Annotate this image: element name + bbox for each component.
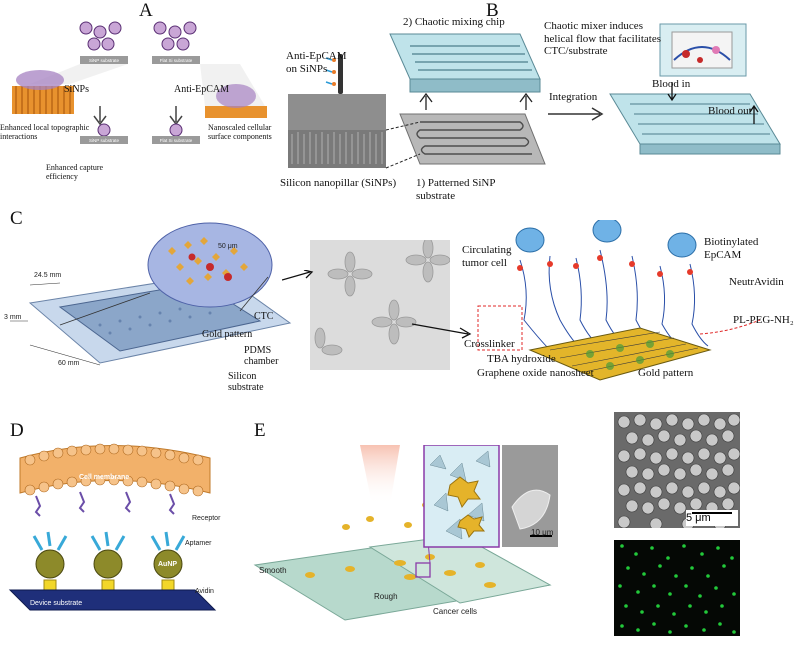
label-integration: Integration [549, 91, 598, 103]
patterned-substrate [399, 113, 546, 165]
svg-text:SiNP substrate: SiNP substrate [89, 138, 119, 143]
panel-b-figure [288, 23, 781, 169]
label-3mm: 3 mm [4, 314, 22, 321]
label-nanoscaled: Nanoscaled cellular surface components [208, 123, 272, 141]
aunp-aptamers [32, 531, 186, 591]
svg-text:Flat Si substrate: Flat Si substrate [160, 58, 193, 63]
helical-flow-inset [659, 23, 747, 77]
label-rough: Rough [374, 592, 398, 601]
integrated-device [609, 82, 781, 155]
zoom-bubble [147, 222, 273, 308]
rough-zoom-inset [423, 445, 500, 548]
flat-si-substrate [152, 56, 200, 64]
label-device-substrate: Device substrate [30, 600, 83, 607]
panel-letter-a: A [139, 0, 153, 21]
label-mixing-chip: 2) Chaotic mixing chip [403, 16, 505, 28]
panel-letter-b: B [486, 0, 499, 21]
label-5um: 5 μm [686, 512, 711, 524]
label-graphene-oxide: Graphene oxide nanosheet [477, 367, 594, 379]
rough-surface-sem [614, 412, 740, 528]
label-60mm: 60 mm [58, 360, 80, 367]
flow-arrow [360, 445, 400, 505]
label-enhanced-local: Enhanced local topographic interactions [0, 123, 90, 141]
label-tba-hydroxide: TBA hydroxide [487, 353, 556, 365]
gold-pattern-sem-image [310, 240, 450, 370]
label-cell-membrane: Cell membrane [79, 474, 130, 481]
fluorescence-image [614, 540, 740, 636]
label-gold-pattern-schematic: Gold pattern [638, 367, 694, 379]
label-blood-in: Blood in [652, 78, 691, 90]
label-silicon-substrate: Silicon substrate [228, 371, 264, 393]
label-crosslinker: Crosslinker [464, 338, 515, 350]
label-pl-peg-nh2: PL-PEG-NH₂ [733, 314, 794, 326]
panel-letter-d: D [10, 420, 24, 441]
cells-left-top [79, 21, 122, 51]
panel-letter-c: C [10, 208, 23, 229]
cell-membrane [19, 443, 211, 497]
label-pdms-chamber: PDMS chamber [244, 345, 279, 367]
cells-right-top [153, 21, 197, 51]
receptors [34, 491, 176, 517]
label-anti-epcam-sinps: Anti-EpCAM on SiNPs [286, 50, 347, 75]
graphene-gold-sheet [528, 327, 712, 381]
label-receptor: Receptor [192, 515, 221, 522]
label-aptamer: Aptamer [185, 540, 212, 547]
antibody-nanopillar [325, 54, 343, 94]
label-24-5mm: 24.5 mm [34, 272, 62, 279]
label-circulating-tumor-cell: Circulating tumor cell [462, 244, 512, 269]
svg-text:Flat Si substrate: Flat Si substrate [160, 138, 193, 143]
nanoscaled-components [205, 84, 267, 118]
label-cancer-cells: Cancer cells [433, 607, 478, 616]
sinp-substrate-label: SiNP substrate [89, 58, 119, 63]
label-patterned-substrate: 1) Patterned SiNP substrate [416, 177, 496, 202]
label-neutravidin: NeutrAvidin [729, 276, 784, 288]
panel-e-figure [253, 445, 558, 621]
label-enhanced-capture: Enhanced capture efficiency [46, 163, 104, 181]
panel-c-arrows [282, 270, 472, 339]
label-chaotic-desc: Chaotic mixer induces helical flow that … [544, 20, 661, 58]
sinp-substrate-left [80, 56, 128, 64]
label-avidin: Avidin [195, 588, 214, 595]
label-sinps: SiNPs [64, 84, 90, 95]
label-silicon-nanopillar: Silicon nanopillar (SiNPs) [280, 177, 397, 189]
mixing-chip [389, 33, 541, 93]
panel-d-figure [8, 443, 217, 611]
sinp-pillars [12, 70, 74, 114]
graphene-oxide-schematic [477, 220, 761, 381]
panel-letter-e: E [254, 420, 266, 441]
label-blood-out: Blood out [708, 105, 752, 117]
cell-sem-image [502, 445, 558, 547]
label-10um: 10 μm [531, 528, 554, 537]
circulating-tumor-cells [515, 220, 697, 258]
label-biotinylated-epcam: Biotinylated EpCAM [704, 236, 759, 261]
panel-a-figure: SiNP substrate SiNP substrate Flat Si su… [12, 21, 267, 144]
label-aunp: AuNP [158, 561, 178, 568]
label-gold-pattern-chip: Gold pattern [202, 329, 253, 340]
label-anti-epcam: Anti-EpCAM [174, 84, 229, 95]
label-50um: 50 μm [218, 243, 238, 250]
label-ctc: CTC [254, 311, 274, 322]
panel-c-chip [10, 222, 292, 366]
label-smooth: Smooth [259, 566, 287, 575]
